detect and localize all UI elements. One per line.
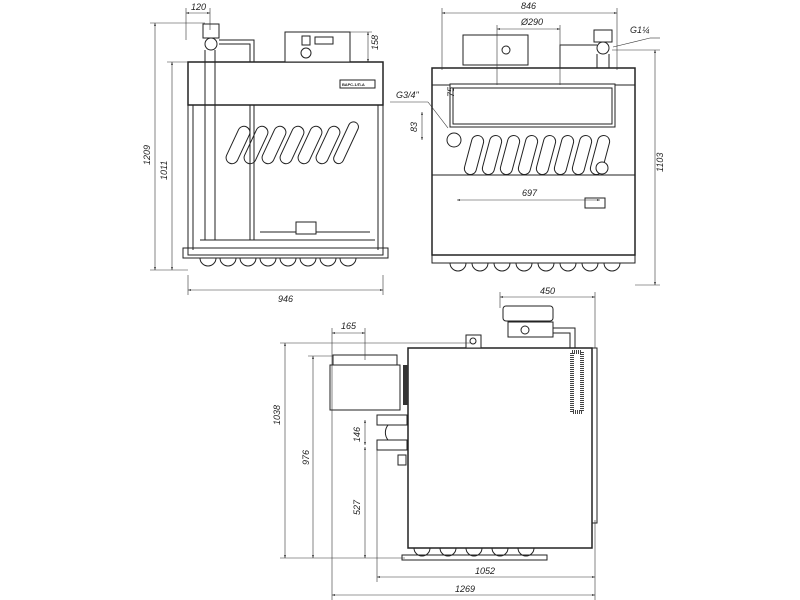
nameplate [339,79,376,89]
rear-gas-valve [559,29,613,68]
label-water-thread: G3/4" [396,90,420,100]
ventilation-grille [570,350,584,414]
dim-1011: 1011 [159,161,169,180]
dim-158: 158 [370,35,380,50]
side-view: 450 165 1038 976 146 527 1052 1269 [272,286,598,600]
control-box [284,31,351,63]
dim-flue-diameter: Ø290 [520,17,543,27]
dim-1269: 1269 [455,584,475,594]
side-water-pipes [376,414,408,466]
dim-946: 946 [278,294,293,304]
nameplate-text: ВАРС-1/П-А [342,82,365,87]
dim-846: 846 [521,1,536,11]
heat-exchanger-sections [225,121,359,165]
dim-1103: 1103 [655,153,665,172]
water-inlet [446,132,462,148]
dim-450: 450 [540,286,555,296]
flue-opening [449,83,616,128]
label-gas-thread: G1¼ [630,25,650,35]
dim-120: 120 [191,2,206,12]
dim-976: 976 [301,450,311,465]
rear-view: 846 Ø290 G1¼ G3/4" 75 83 697 1103 [390,1,665,286]
front-view: ВАРС-1/П-А 120 [142,2,389,304]
dim-165: 165 [341,321,357,331]
burner-fan-unit [329,364,401,411]
side-burners [401,547,548,561]
side-body [407,347,593,549]
side-gas-valve [502,305,576,348]
dim-697: 697 [522,188,538,198]
rear-control-box [462,34,529,66]
rear-heat-exchanger-sections [463,134,611,176]
gas-valve [202,23,255,240]
dim-1052: 1052 [475,566,495,576]
dim-527: 527 [352,499,362,515]
dim-1209: 1209 [142,145,152,165]
dim-75: 75 [446,86,456,97]
rear-burners [431,254,636,272]
front-body [187,104,384,256]
dim-83: 83 [409,122,419,132]
front-burners [182,247,389,267]
pressure-gauge-icon [595,161,609,175]
dim-1038: 1038 [272,405,282,425]
dim-146: 146 [352,427,362,442]
control-knob-icon [300,47,312,59]
